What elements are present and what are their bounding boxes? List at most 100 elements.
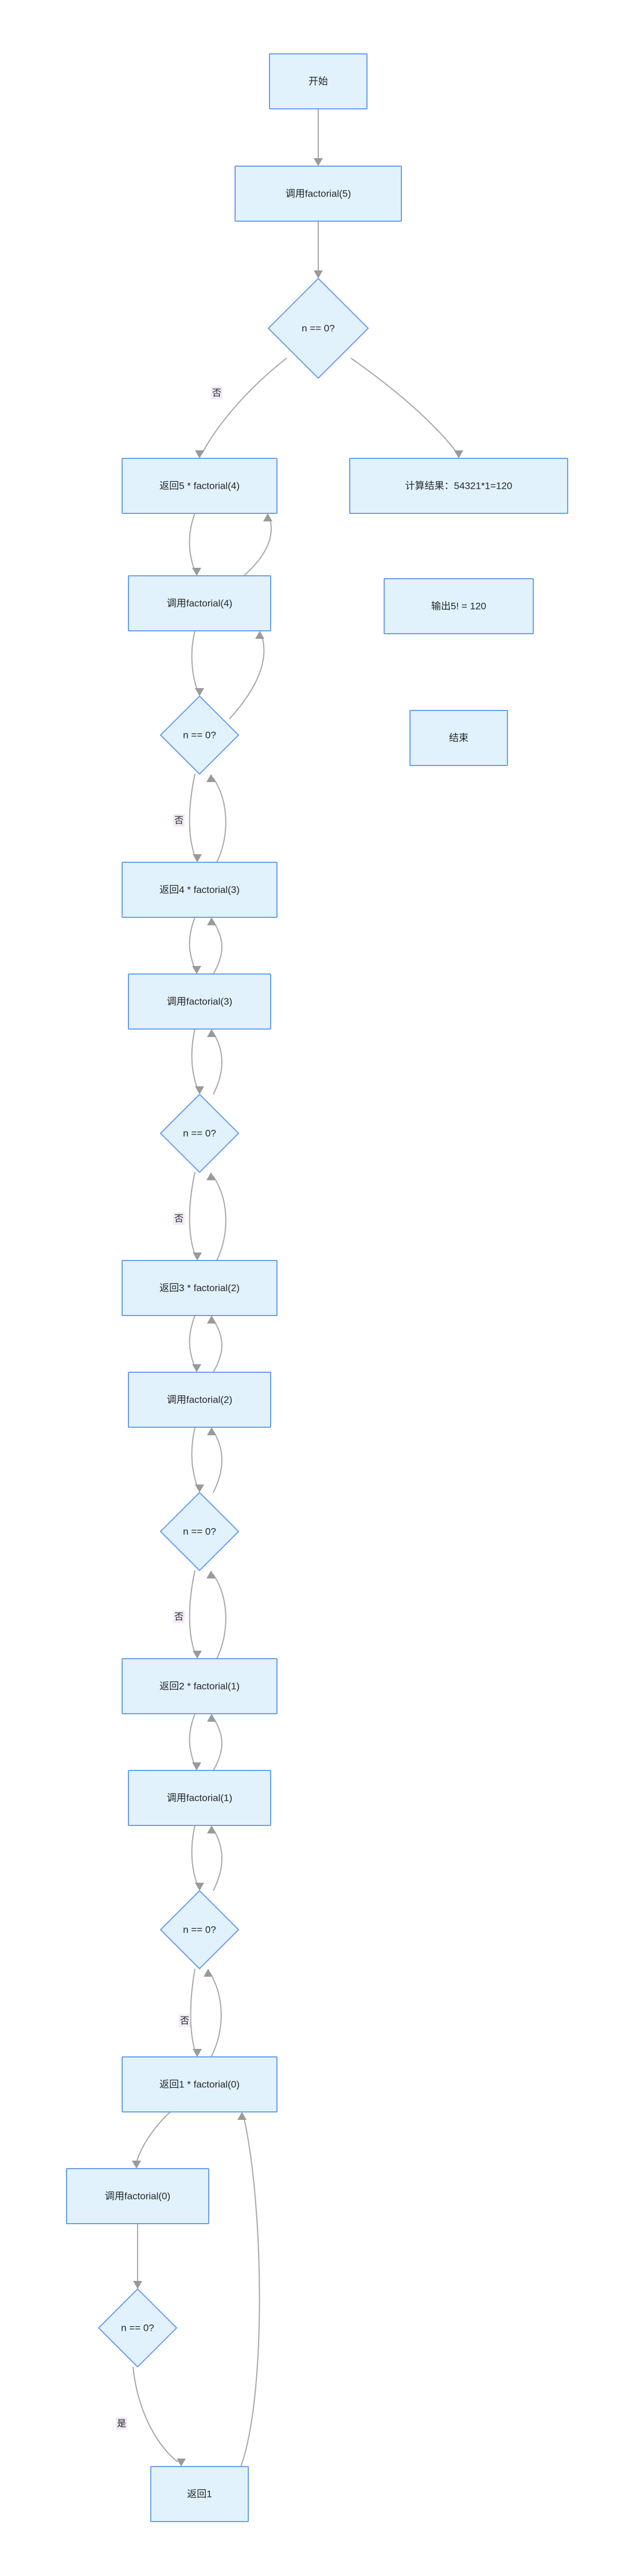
edge-line xyxy=(213,1574,226,1659)
edge-line xyxy=(189,773,196,858)
process-rect[interactable] xyxy=(122,1260,278,1316)
edge-ret4-to-d4 xyxy=(206,774,226,863)
arrowhead-icon xyxy=(195,688,204,696)
node-d1[interactable]: n == 0? xyxy=(159,1890,240,1970)
edge-line xyxy=(213,1032,222,1095)
node-ret3[interactable]: 返回3 * factorial(2) xyxy=(122,1260,278,1316)
node-call4[interactable]: 调用factorial(4) xyxy=(128,575,271,631)
process-rect[interactable] xyxy=(349,458,568,514)
node-label: 调用factorial(0) xyxy=(105,2190,170,2201)
arrowhead-icon xyxy=(207,1714,216,1722)
edge-line xyxy=(240,2116,260,2467)
process-rect[interactable] xyxy=(128,575,271,631)
edge-line xyxy=(213,1829,222,1891)
edge-line xyxy=(209,1972,222,2057)
edge-call4-to-d4 xyxy=(191,630,204,696)
edge-label-background xyxy=(116,2417,127,2430)
arrowhead-icon xyxy=(193,2049,202,2057)
node-d4[interactable]: n == 0? xyxy=(159,695,240,775)
arrowhead-icon xyxy=(206,774,216,782)
node-label: 计算结果：54321*1=120 xyxy=(405,480,513,491)
node-d5[interactable]: n == 0? xyxy=(267,277,369,379)
arrowhead-icon xyxy=(314,270,323,278)
arrowhead-icon xyxy=(193,1252,202,1260)
process-rect[interactable] xyxy=(122,458,278,514)
edge-ret4-to-call3 xyxy=(189,917,201,974)
process-rect[interactable] xyxy=(66,2168,209,2224)
node-d0[interactable]: n == 0? xyxy=(97,2288,178,2368)
edge-call3-to-d3 xyxy=(191,1028,204,1094)
edge-ret3-to-call2 xyxy=(189,1315,201,1372)
process-rect[interactable] xyxy=(269,53,368,109)
node-call1[interactable]: 调用factorial(1) xyxy=(128,1770,271,1826)
arrowhead-icon xyxy=(192,1364,201,1372)
node-end[interactable]: 结束 xyxy=(409,710,508,766)
arrowhead-icon xyxy=(207,1029,216,1037)
node-output[interactable]: 输出5! = 120 xyxy=(384,578,534,634)
arrowhead-icon xyxy=(204,1969,213,1977)
edge-line xyxy=(191,1825,198,1887)
node-ret1[interactable]: 返回1 * factorial(0) xyxy=(122,2056,278,2112)
edge-d2-to-ret2 xyxy=(189,1570,202,1659)
node-ret5[interactable]: 返回5 * factorial(4) xyxy=(122,458,278,514)
edge-line xyxy=(136,2111,171,2165)
node-call5[interactable]: 调用factorial(5) xyxy=(235,166,402,222)
process-rect[interactable] xyxy=(122,2056,278,2112)
node-label: 调用factorial(5) xyxy=(286,188,351,199)
arrowhead-icon xyxy=(454,450,463,458)
edge-label-d5-to-ret5: 否 xyxy=(211,387,222,399)
node-call3[interactable]: 调用factorial(3) xyxy=(128,973,271,1030)
edge-line xyxy=(243,517,272,576)
edge-line xyxy=(191,630,198,692)
node-ret2[interactable]: 返回2 * factorial(1) xyxy=(122,1658,278,1714)
node-label: 返回3 * factorial(2) xyxy=(159,1282,240,1293)
process-rect[interactable] xyxy=(409,710,508,766)
node-calcres[interactable]: 计算结果：54321*1=120 xyxy=(349,458,568,514)
edge-d5-to-calcres xyxy=(350,358,463,458)
node-start[interactable]: 开始 xyxy=(269,53,368,109)
node-d2[interactable]: n == 0? xyxy=(159,1491,240,1572)
node-label: n == 0? xyxy=(183,1128,216,1138)
process-rect[interactable] xyxy=(128,1372,271,1428)
edge-line xyxy=(191,1028,198,1090)
edge-d3-to-call3 xyxy=(207,1029,222,1095)
process-rect[interactable] xyxy=(384,578,534,634)
edge-call5-to-d5 xyxy=(314,221,323,278)
decision-diamond[interactable] xyxy=(159,1890,240,1970)
process-rect[interactable] xyxy=(128,1770,271,1826)
edge-ret5-to-call4 xyxy=(189,513,201,576)
arrowhead-icon xyxy=(207,917,216,925)
decision-diamond[interactable] xyxy=(267,277,369,379)
node-ret4[interactable]: 返回4 * factorial(3) xyxy=(122,862,278,918)
process-rect[interactable] xyxy=(128,973,271,1030)
node-retone[interactable]: 返回1 xyxy=(150,2466,249,2522)
decision-diamond[interactable] xyxy=(97,2288,178,2368)
edge-label-d1-to-ret1: 否 xyxy=(179,2015,190,2027)
edge-label-background xyxy=(173,1611,185,1623)
edge-call0-to-d0 xyxy=(133,2224,142,2289)
node-label: 调用factorial(3) xyxy=(167,996,232,1007)
decision-diamond[interactable] xyxy=(159,1491,240,1572)
edge-line xyxy=(190,1968,196,2053)
node-call0[interactable]: 调用factorial(0) xyxy=(66,2168,209,2224)
process-rect[interactable] xyxy=(122,862,278,918)
node-label: n == 0? xyxy=(183,1924,216,1935)
edge-call4-to-ret5 xyxy=(243,513,272,576)
decision-diamond[interactable] xyxy=(159,1093,240,1173)
process-rect[interactable] xyxy=(235,166,402,222)
edge-start-to-call5 xyxy=(314,109,323,166)
decision-diamond[interactable] xyxy=(159,695,240,775)
process-rect[interactable] xyxy=(150,2466,249,2522)
process-rect[interactable] xyxy=(122,1658,278,1714)
edge-line xyxy=(132,2366,178,2463)
edge-line xyxy=(189,1570,196,1655)
node-d3[interactable]: n == 0? xyxy=(159,1093,240,1173)
arrowhead-icon xyxy=(207,1825,216,1833)
edge-line xyxy=(213,1717,222,1771)
edge-retone-to-ret1 xyxy=(237,2112,260,2467)
edge-ret3-to-d3 xyxy=(206,1172,226,1261)
edge-d2-to-call2 xyxy=(207,1427,222,1493)
arrowhead-icon xyxy=(132,2161,141,2169)
node-call2[interactable]: 调用factorial(2) xyxy=(128,1372,271,1428)
